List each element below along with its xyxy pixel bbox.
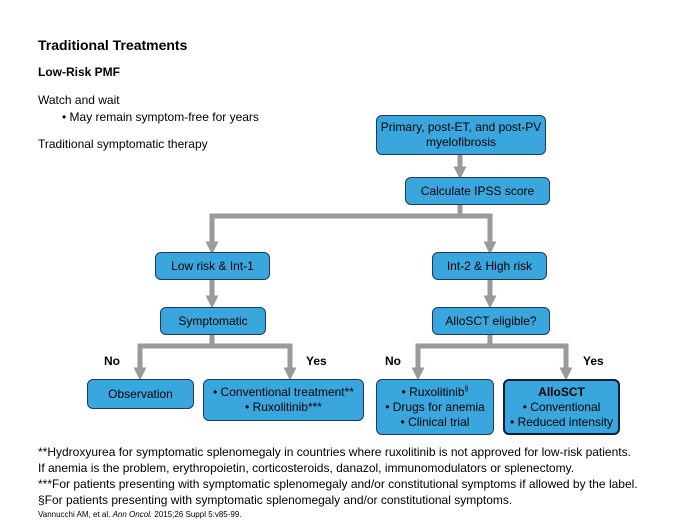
observation-label: Observation: [108, 386, 173, 401]
ipss-box: Calculate IPSS score: [405, 177, 550, 205]
ipss-label: Calculate IPSS score: [420, 183, 535, 198]
allosct-reduced-label: • Reduced intensity: [510, 414, 613, 429]
slide-title: Traditional Treatments: [38, 37, 188, 53]
no-label-right: No: [385, 354, 401, 368]
allosct-eligible-box: AlloSCT eligible?: [432, 307, 550, 335]
high-risk-label: Int-2 & High risk: [446, 258, 533, 273]
yes-label-right: Yes: [583, 354, 604, 368]
watch-and-wait-text: Watch and wait: [38, 93, 120, 107]
low-risk-box: Low risk & Int-1: [155, 252, 270, 280]
conventional-treatment-label: • Conventional treatment**: [213, 385, 354, 399]
split-to-observation: [133, 343, 212, 381]
split-to-conventional: [212, 343, 297, 381]
yes-label-left: Yes: [306, 354, 327, 368]
start-line-2: myelofibrosis: [425, 135, 497, 149]
citation-journal: Ann Oncol.: [112, 510, 153, 519]
high-risk-box: Int-2 & High risk: [432, 252, 547, 280]
clinical-trial-label: • Clinical trial: [400, 414, 470, 429]
start-box: Primary, post-ET, and post-PV myelofibro…: [376, 115, 546, 155]
symptom-free-bullet: • May remain symptom-free for years: [62, 110, 259, 124]
footnote-1: **Hydroxyurea for symptomatic splenomega…: [38, 445, 631, 459]
no-label-left: No: [104, 354, 120, 368]
ruxolitinib-options-box: • Ruxolitinib§ • Drugs for anemia • Clin…: [376, 379, 494, 435]
footnote-3: ***For patients presenting with symptoma…: [38, 477, 638, 491]
allosct-box: AlloSCT • Conventional • Reduced intensi…: [503, 379, 620, 435]
symptomatic-box: Symptomatic: [160, 307, 266, 335]
citation: Vannucchi AM, et al. Ann Oncol. 2015;26 …: [38, 510, 242, 519]
split-to-high-risk: [460, 213, 497, 255]
split-to-low-risk: [205, 213, 460, 255]
slide-subtitle: Low-Risk PMF: [38, 65, 121, 79]
ruxolitinib-label: • Ruxolitinib: [401, 384, 465, 399]
observation-box: Observation: [87, 379, 194, 409]
symptomatic-label: Symptomatic: [178, 313, 248, 328]
ruxolitinib-triple-star-label: • Ruxolitinib***: [245, 400, 322, 414]
ruxolitinib-line: • Ruxolitinib§: [402, 385, 469, 400]
low-risk-label: Low risk & Int-1: [171, 258, 254, 273]
split-to-allosct-box: [490, 343, 573, 381]
allosct-conventional-label: • Conventional: [522, 399, 601, 414]
section-mark: §: [464, 385, 469, 393]
conventional-treatment-box: • Conventional treatment** • Ruxolitinib…: [203, 379, 364, 421]
footnote-2: If anemia is the problem, erythropoietin…: [38, 461, 575, 475]
start-line-1: Primary, post-ET, and post-PV: [380, 120, 542, 134]
allosct-eligible-label: AlloSCT eligible?: [445, 313, 537, 328]
split-to-ruxolitinib: [411, 343, 490, 381]
allosct-title: AlloSCT: [538, 384, 585, 399]
citation-authors: Vannucchi AM, et al.: [38, 510, 113, 519]
footnote-4: §For patients presenting with symptomati…: [38, 493, 513, 507]
traditional-therapy-text: Traditional symptomatic therapy: [38, 137, 208, 151]
drugs-anemia-label: • Drugs for anemia: [385, 399, 485, 414]
citation-rest: 2015;26 Suppl 5:v85-99.: [152, 510, 242, 519]
